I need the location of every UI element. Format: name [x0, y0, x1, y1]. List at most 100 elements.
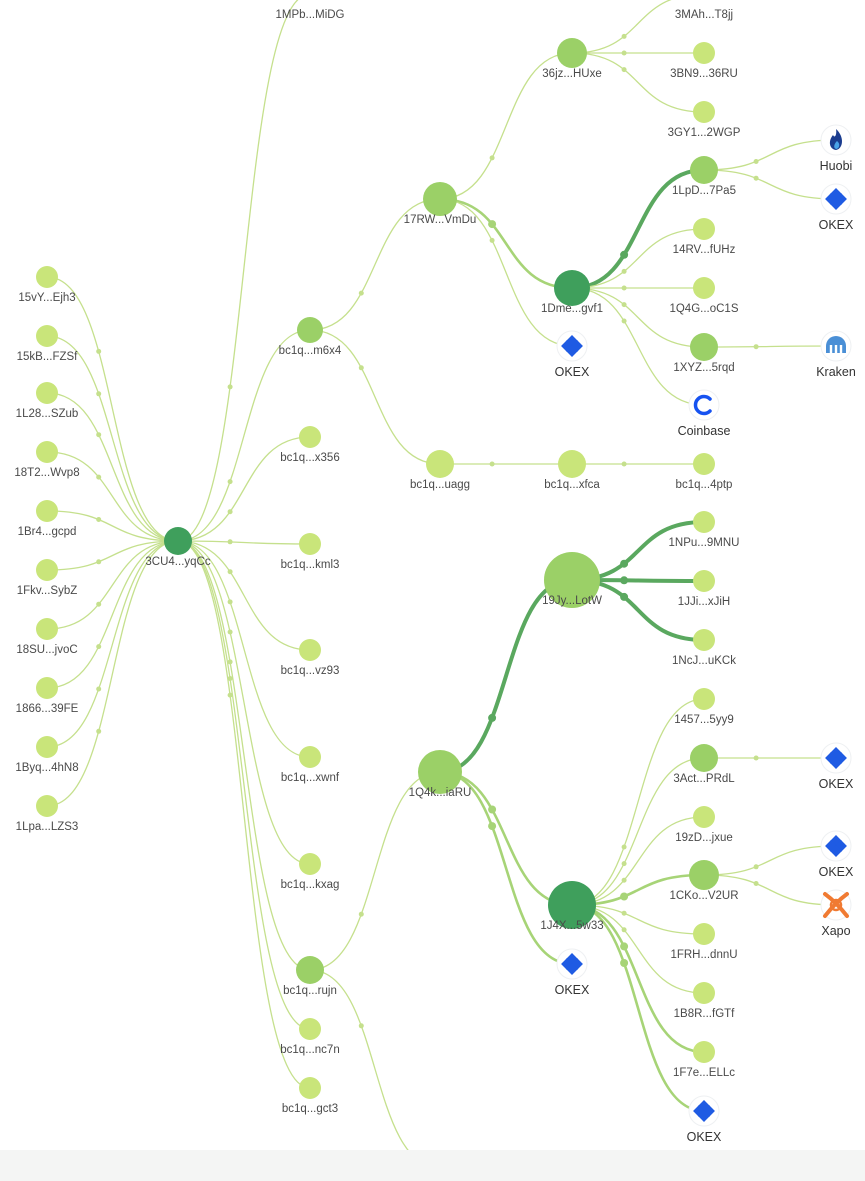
address-node[interactable]: [693, 923, 715, 945]
edge-flow-dot: [489, 237, 495, 243]
address-node[interactable]: [693, 982, 715, 1004]
address-label: 1JJi...xJiH: [678, 596, 730, 608]
edge-flow-dot: [621, 844, 627, 850]
address-node[interactable]: [693, 277, 715, 299]
edge-flow-dot: [753, 159, 759, 164]
edge-n15kB-n3CU4: [46, 335, 179, 542]
address-node[interactable]: [693, 218, 715, 240]
address-node[interactable]: [299, 533, 321, 555]
address-node[interactable]: [693, 570, 715, 592]
address-node[interactable]: [299, 1077, 321, 1099]
okex-icon[interactable]: [820, 183, 852, 215]
address-node[interactable]: [693, 511, 715, 533]
address-label: 15vY...Ejh3: [18, 292, 75, 304]
edge-flow-dot: [96, 348, 102, 354]
address-node[interactable]: [693, 101, 715, 123]
address-node[interactable]: [299, 853, 321, 875]
edge-n1Dme-x_coinbase: [571, 287, 705, 406]
edge-flow-dot: [488, 805, 497, 814]
address-node[interactable]: [299, 746, 321, 768]
address-label: 1866...39FE: [16, 703, 79, 715]
address-node[interactable]: [36, 500, 58, 522]
address-node[interactable]: [690, 333, 718, 361]
exchange-label: Huobi: [820, 159, 853, 173]
address-node[interactable]: [36, 266, 58, 288]
address-node[interactable]: [426, 450, 454, 478]
edge-n18SU-n3CU4: [46, 540, 179, 630]
address-node[interactable]: [36, 736, 58, 758]
address-node[interactable]: [297, 317, 323, 343]
okex-icon[interactable]: [688, 1095, 720, 1127]
edge-flow-dot: [621, 302, 627, 308]
edge-flow-dot: [621, 50, 627, 56]
edge-flow-dot: [621, 461, 627, 467]
address-node[interactable]: [36, 795, 58, 817]
address-node[interactable]: [36, 677, 58, 699]
edge-n3CU4-nnc7n: [177, 540, 311, 1030]
address-node[interactable]: [36, 441, 58, 463]
address-node[interactable]: [36, 618, 58, 640]
edge-n1Dme-n14RV: [571, 228, 705, 289]
address-node[interactable]: [693, 629, 715, 651]
okex-icon[interactable]: [556, 948, 588, 980]
address-label: 1MPb...MiDG: [275, 9, 344, 21]
address-label: 1J4X...5w33: [540, 920, 603, 932]
okex-icon[interactable]: [820, 742, 852, 774]
address-node[interactable]: [693, 806, 715, 828]
okex-icon[interactable]: [820, 830, 852, 862]
address-node[interactable]: [299, 1018, 321, 1040]
address-node[interactable]: [693, 42, 715, 64]
exchange-label: Xapo: [821, 924, 850, 938]
okex-icon[interactable]: [556, 330, 588, 362]
edge-nm6x4-nuagg: [309, 329, 441, 465]
kraken-icon[interactable]: [820, 330, 852, 362]
edge-n1J4X-n1457: [571, 698, 705, 906]
address-node[interactable]: [418, 750, 462, 794]
address-node[interactable]: [693, 1041, 715, 1063]
edge-n3CU4-nkxag: [177, 540, 311, 865]
edge-n3CU4-nkml3: [177, 540, 311, 545]
address-node[interactable]: [690, 744, 718, 772]
edge-flow-dot: [227, 676, 233, 681]
edge-n1J4X-n1F7e: [570, 903, 706, 1054]
address-node[interactable]: [299, 639, 321, 661]
address-node[interactable]: [690, 156, 718, 184]
address-label: bc1q...m6x4: [279, 345, 342, 357]
coinbase-icon[interactable]: [688, 389, 720, 421]
address-node[interactable]: [36, 325, 58, 347]
edge-n17RW-x_okex_b: [439, 198, 573, 347]
edge-flow-dot: [358, 1023, 364, 1029]
edge-nrujn-n1Q4k: [309, 771, 441, 971]
edge-flow-dot: [620, 250, 629, 259]
address-node[interactable]: [548, 881, 596, 929]
edge-n1Dme-n1XYZ: [571, 287, 705, 348]
edge-n36jz-n3MAh: [571, 0, 672, 54]
address-node[interactable]: [296, 956, 324, 984]
address-node[interactable]: [693, 453, 715, 475]
address-label: 18SU...jvoC: [16, 644, 77, 656]
xapo-icon[interactable]: [820, 889, 852, 921]
address-node[interactable]: [423, 182, 457, 216]
address-node[interactable]: [36, 559, 58, 581]
edge-flow-dot: [620, 959, 629, 967]
address-label: 1Fkv...SybZ: [17, 585, 78, 597]
address-node[interactable]: [558, 450, 586, 478]
address-node[interactable]: [164, 527, 192, 555]
address-node[interactable]: [554, 270, 590, 306]
address-node[interactable]: [299, 426, 321, 448]
address-node[interactable]: [693, 688, 715, 710]
edge-n1XYZ-x_kraken: [703, 345, 837, 348]
huobi-icon[interactable]: [820, 124, 852, 156]
address-node[interactable]: [689, 860, 719, 890]
edge-flow-dot: [358, 290, 364, 296]
edge-flow-dot: [358, 365, 364, 371]
address-label: 1CKo...V2UR: [669, 890, 738, 902]
address-label: 1Lpa...LZS3: [16, 821, 79, 833]
labels-layer: 15vY...Ejh315kB...FZSf1L28...SZub18T2...…: [14, 9, 855, 1144]
edge-flow-dot: [96, 474, 102, 480]
address-node[interactable]: [544, 552, 600, 608]
address-node[interactable]: [36, 382, 58, 404]
address-label: 3Act...PRdL: [673, 773, 735, 785]
address-node[interactable]: [557, 38, 587, 68]
